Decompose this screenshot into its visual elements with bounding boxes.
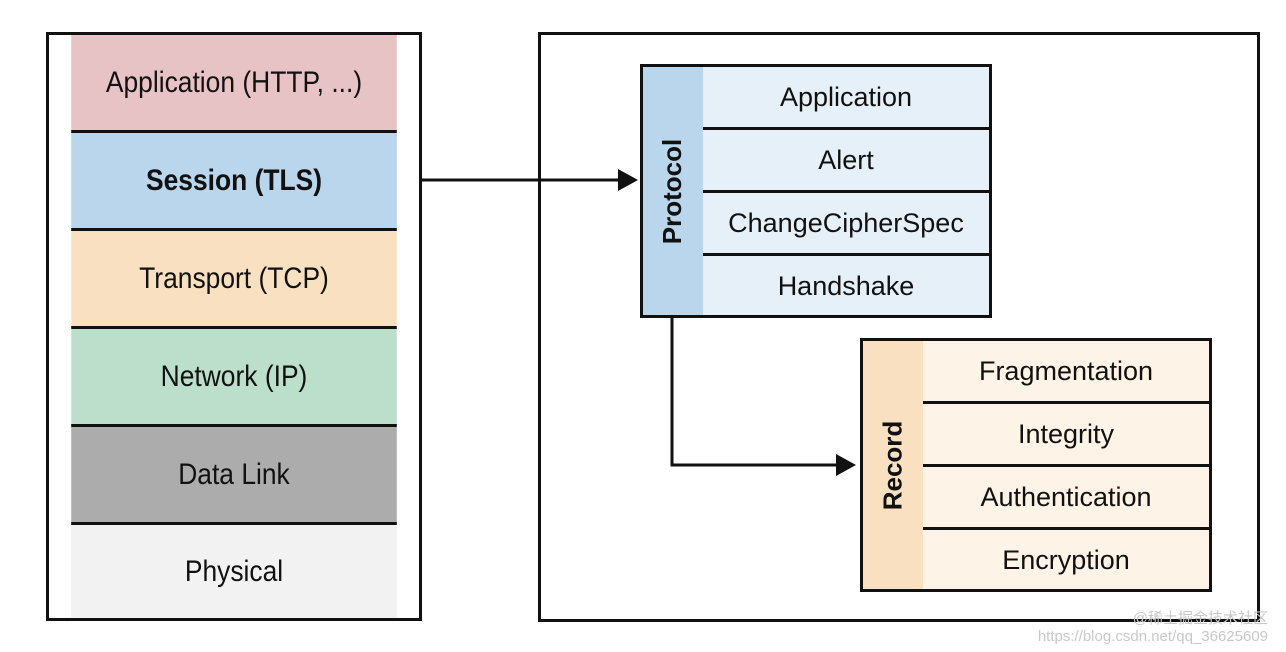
watermark-line-2: https://blog.csdn.net/qq_36625609 bbox=[1037, 628, 1268, 645]
layer-application: Application (HTTP, ...) bbox=[71, 35, 397, 133]
watermark: @稀土掘金技术社区 https://blog.csdn.net/qq_36625… bbox=[1038, 610, 1268, 646]
record-cells: Fragmentation Integrity Authentication E… bbox=[923, 338, 1212, 592]
layer-session: Session (TLS) bbox=[71, 133, 397, 231]
protocol-cells: Application Alert ChangeCipherSpec Hands… bbox=[703, 64, 992, 318]
watermark-line-1: @稀土掘金技术社区 bbox=[1132, 610, 1268, 627]
record-item-authentication: Authentication bbox=[923, 467, 1209, 530]
arrow-head-protocol bbox=[618, 169, 638, 191]
protocol-item-alert: Alert bbox=[703, 130, 989, 193]
layer-network: Network (IP) bbox=[71, 329, 397, 427]
protocol-item-application: Application bbox=[703, 67, 989, 130]
protocol-to-record-arrow bbox=[670, 316, 842, 467]
layer-data-link: Data Link bbox=[71, 427, 397, 525]
protocol-item-handshake: Handshake bbox=[777, 270, 915, 301]
tls-detail-frame bbox=[538, 32, 1260, 622]
osi-layer-stack: Application (HTTP, ...) Session (TLS) Tr… bbox=[46, 32, 422, 621]
arrow-head-record bbox=[836, 454, 856, 476]
record-item-encryption: Encryption bbox=[1002, 544, 1130, 575]
protocol-label: Protocol bbox=[657, 138, 688, 244]
record-item-fragmentation: Fragmentation bbox=[923, 341, 1209, 404]
layer-transport: Transport (TCP) bbox=[71, 231, 397, 329]
record-label: Record bbox=[877, 420, 908, 510]
record-label-box: Record bbox=[860, 338, 926, 592]
protocol-label-box: Protocol bbox=[640, 64, 706, 318]
protocol-item-changecipherspec: ChangeCipherSpec bbox=[703, 193, 989, 256]
record-item-integrity: Integrity bbox=[923, 404, 1209, 467]
layer-physical: Physical bbox=[71, 525, 397, 618]
